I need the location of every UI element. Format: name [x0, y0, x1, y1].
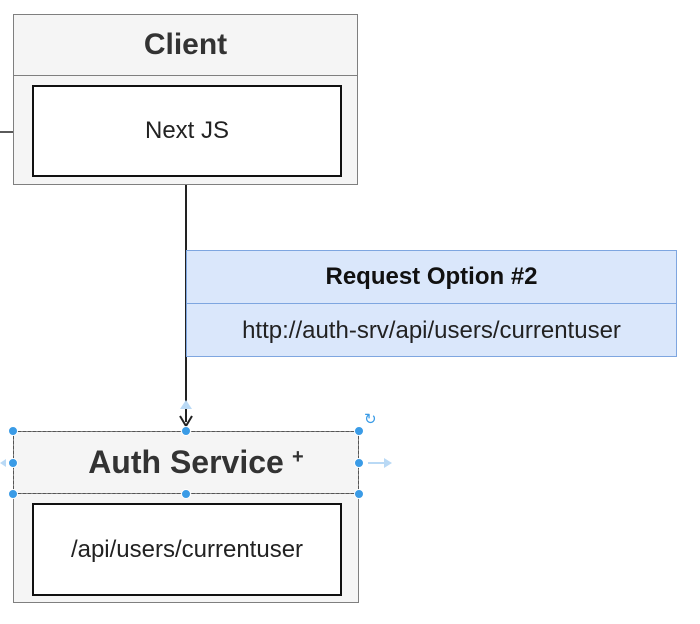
- arrow-right-hint-icon[interactable]: [368, 458, 392, 468]
- plus-icon[interactable]: +: [292, 446, 304, 468]
- client-title: Client: [13, 14, 358, 76]
- resize-handle[interactable]: [8, 458, 18, 468]
- request-option-title: Request Option #2: [186, 250, 677, 304]
- resize-handle[interactable]: [181, 489, 191, 499]
- resize-handle[interactable]: [354, 458, 364, 468]
- client-nextjs-box[interactable]: Next JS: [32, 85, 342, 177]
- arrow-left-hint-icon[interactable]: [0, 459, 6, 467]
- auth-route-box[interactable]: /api/users/currentuser: [32, 503, 342, 596]
- resize-handle[interactable]: [354, 426, 364, 436]
- arrow-up-hint-icon[interactable]: [180, 400, 192, 409]
- resize-handle[interactable]: [181, 426, 191, 436]
- resize-handle[interactable]: [8, 426, 18, 436]
- resize-handle[interactable]: [354, 489, 364, 499]
- resize-handle[interactable]: [8, 489, 18, 499]
- auth-service-title: Auth Service: [13, 431, 359, 494]
- request-option-url: http://auth-srv/api/users/currentuser: [242, 316, 621, 344]
- rotate-icon[interactable]: ↻: [364, 411, 377, 428]
